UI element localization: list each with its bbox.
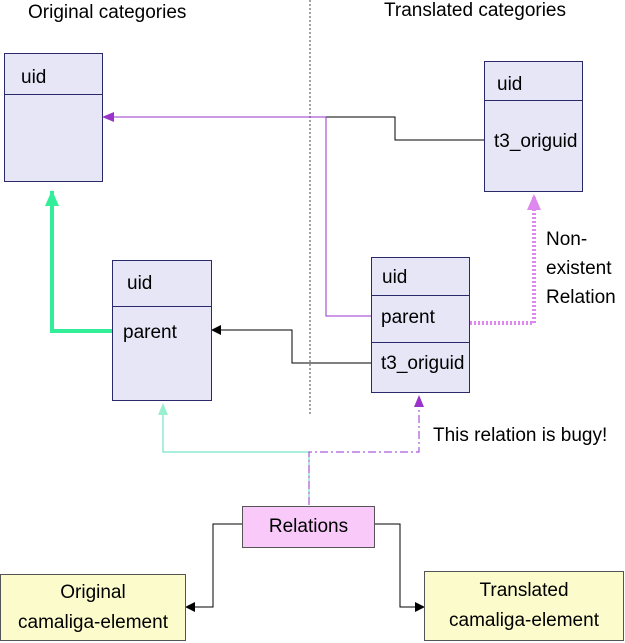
orig-uid-entity: uid: [4, 53, 103, 182]
note-line: Relation: [546, 287, 616, 308]
trans-top-entity: uid t3_origuid: [484, 61, 583, 192]
trans-bottom-entity: uid parent t3_origuid: [371, 257, 470, 393]
heading-translated: Translated categories: [384, 0, 567, 21]
field-uid: uid: [21, 67, 47, 88]
field-uid: uid: [497, 74, 523, 95]
element-line: Original: [60, 582, 126, 603]
field-parent: parent: [123, 322, 177, 343]
origuid-link-top: [326, 116, 484, 141]
relations-orig-link: [158, 403, 310, 505]
entity-header: [5, 54, 102, 95]
buggy-note: This relation is bugy!: [433, 425, 608, 446]
nonexistent-note: Non- existent Relation: [546, 225, 616, 312]
element-line: Translated: [479, 580, 569, 601]
relations-box: Relations: [242, 506, 375, 548]
relations-to-translated: [375, 523, 425, 612]
field-t3-origuid: t3_origuid: [494, 131, 578, 152]
entity-separator: [372, 342, 469, 343]
translated-element-box: Translated camaliga-element: [424, 571, 624, 641]
entity-header: [113, 261, 211, 307]
element-line: camaliga-element: [18, 612, 168, 633]
note-line: Non-: [546, 229, 588, 250]
entity-header: [372, 258, 469, 296]
orig-parent-entity: uid parent: [112, 260, 212, 401]
field-parent: parent: [381, 307, 435, 328]
note-line: existent: [546, 258, 612, 279]
heading-original: Original categories: [28, 2, 187, 23]
trans-parent-link: [325, 117, 371, 317]
element-line: camaliga-element: [449, 610, 599, 631]
nonexistent-relation: [470, 194, 541, 325]
field-uid: uid: [127, 273, 153, 294]
green-parent-arrow: [45, 190, 112, 333]
relations-to-original: [185, 523, 242, 612]
buggy-relation: [308, 395, 424, 505]
field-t3-origuid: t3_origuid: [381, 353, 465, 374]
original-element-box: Original camaliga-element: [0, 574, 186, 641]
origuid-link-bottom: [211, 325, 371, 364]
entity-header: [485, 62, 582, 101]
field-uid: uid: [382, 267, 408, 288]
